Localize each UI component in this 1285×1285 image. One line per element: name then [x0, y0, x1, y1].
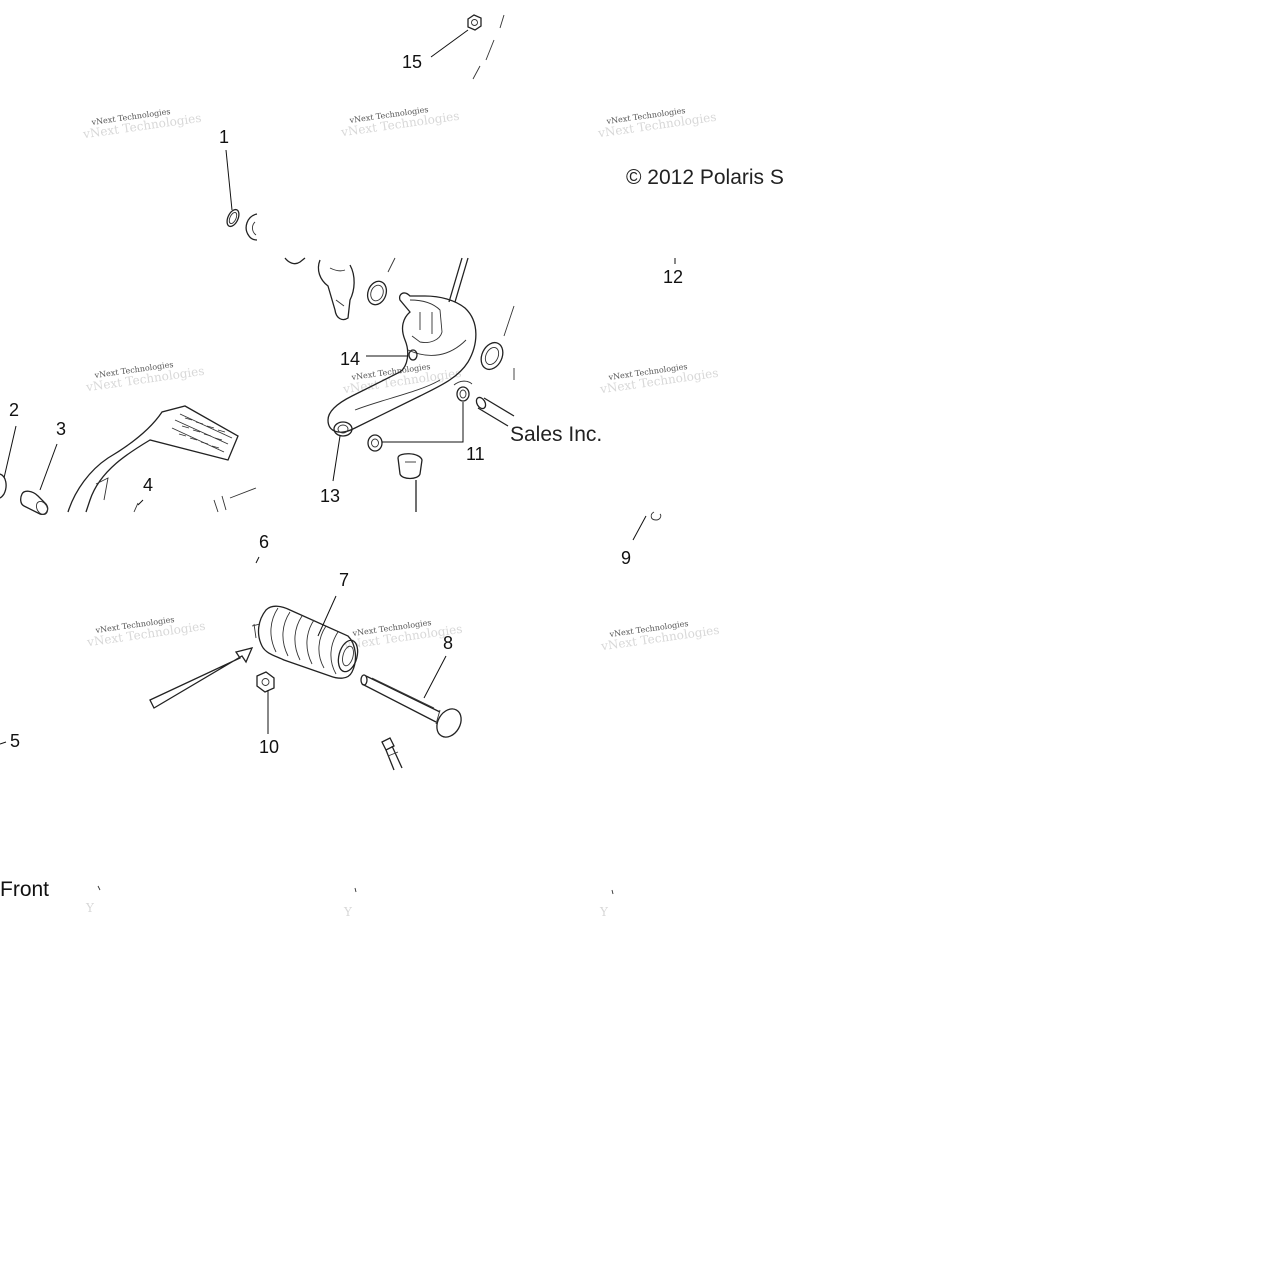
callout-4: 4: [143, 475, 153, 495]
pedal-tread: [178, 417, 226, 449]
front-label: Front: [0, 878, 49, 901]
callout-11: 11: [466, 444, 485, 464]
part-2-ring: [0, 473, 7, 499]
callout-15: 15: [402, 52, 422, 72]
watermark: vNext Technologies vNext Technologies: [596, 106, 717, 140]
callout-5: 5: [10, 731, 20, 751]
front-arrow: [149, 647, 254, 709]
leader-lines: [0, 29, 676, 745]
copyright-text: © 2012 Polaris S: [626, 166, 784, 189]
bottom-bolt: [381, 737, 403, 771]
callout-3: 3: [56, 419, 66, 439]
part-11-washer-bolt: [367, 434, 423, 512]
part-8-pin: [360, 674, 462, 738]
bottom-fragments: Y Y Y: [85, 885, 614, 919]
callout-12: 12: [663, 267, 683, 287]
part-3-bushing: [20, 490, 49, 516]
callout-13: 13: [320, 486, 340, 506]
watermark: vNext Technologies vNext Technologies: [339, 105, 460, 139]
part-1-rings: [226, 208, 258, 241]
watermark: vNext Technologies vNext Technologies: [599, 619, 720, 653]
part-15-nut: [467, 14, 505, 80]
callout-8: 8: [443, 633, 453, 653]
watermark: vNext Technologies vNext Technologies: [598, 362, 719, 396]
callout-10: 10: [259, 737, 279, 757]
watermark: vNext Technologies vNext Technologies: [81, 107, 202, 141]
callout-2: 2: [9, 400, 19, 420]
svg-text:Y: Y: [599, 905, 609, 919]
watermarks: vNext Technologies vNext Technologies vN…: [81, 105, 720, 653]
shift-arm-upper: [284, 257, 396, 321]
callout-6: 6: [259, 532, 269, 552]
part-4-pedal: [67, 405, 257, 513]
washer: [480, 305, 515, 380]
callout-14: 14: [340, 349, 360, 369]
part-9-fragment: [650, 511, 662, 521]
svg-text:Y: Y: [343, 905, 353, 919]
watermark: vNext Technologies vNext Technologies: [84, 360, 205, 394]
part-7-grip: [251, 605, 359, 679]
svg-text:Y: Y: [85, 901, 95, 915]
watermark: vNext Technologies vNext Technologies: [85, 615, 206, 649]
callout-1: 1: [219, 127, 229, 147]
copyright-text-tail: Sales Inc.: [510, 423, 602, 446]
part-10-nut: [256, 671, 275, 693]
callout-7: 7: [339, 570, 349, 590]
callouts: 1 2 3 4 5 6 7 8 9 10 11 12 13 14 15: [9, 52, 683, 757]
pin: [475, 396, 515, 427]
callout-9: 9: [621, 548, 631, 568]
part-13-shift-lever: [327, 257, 477, 437]
